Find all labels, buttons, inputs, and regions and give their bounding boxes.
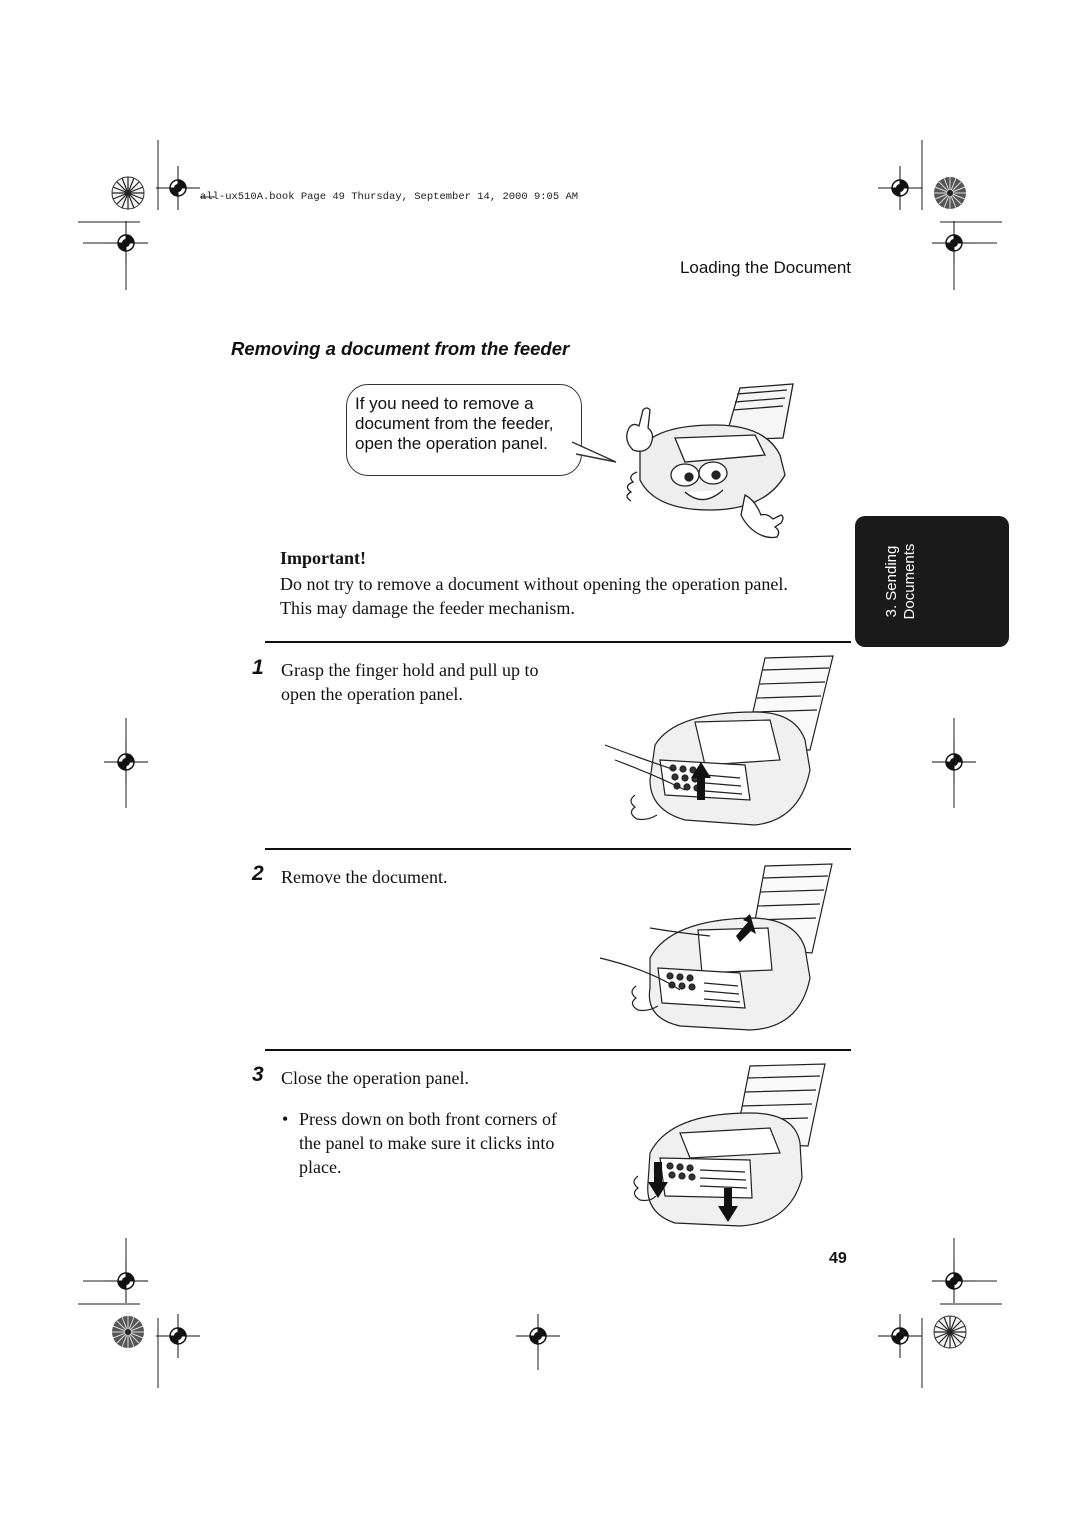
step-line: Remove the document.: [281, 867, 448, 887]
step-line: Grasp the finger hold and pull up to: [281, 660, 539, 680]
step-number: 2: [252, 862, 264, 885]
running-head: Loading the Document: [679, 258, 851, 277]
speech-bubble: If you need to remove a document from th…: [346, 384, 582, 476]
print-header: all-ux510A.book Page 49 Thursday, Septem…: [200, 191, 579, 203]
step-text: Grasp the finger hold and pull up to ope…: [281, 658, 538, 706]
bullet-line: Press down on both front corners of: [299, 1109, 557, 1129]
bubble-line: open the operation panel.: [355, 434, 548, 453]
bullet-symbol: •: [282, 1109, 289, 1129]
bubble-line: document from the feeder,: [355, 414, 554, 433]
chapter-tab: 3. Sending Documents: [855, 516, 1009, 647]
chapter-tab-line: Documents: [901, 543, 918, 620]
step-text: Close the operation panel.: [281, 1066, 469, 1090]
important-heading: Important!: [280, 548, 366, 568]
step-number: 1: [252, 656, 264, 679]
step-number: 3: [252, 1063, 264, 1086]
important-text: Do not try to remove a document without …: [280, 572, 850, 620]
bullet-line: place.: [299, 1157, 342, 1177]
step-divider: [265, 1049, 851, 1051]
arrow-down-icon: [718, 1188, 738, 1222]
fax-machine-illustration: [599, 863, 833, 1031]
arrow-up-icon: [736, 914, 756, 942]
section-title: Removing a document from the feeder: [231, 338, 570, 359]
fax-machine-illustration: [633, 1063, 826, 1227]
chapter-tab-label: 3. Sending Documents: [875, 516, 931, 647]
bullet-line: the panel to make sure it clicks into: [299, 1133, 555, 1153]
arrow-up-icon: [691, 762, 711, 800]
bubble-line: If you need to remove a: [355, 394, 534, 413]
step-text: Remove the document.: [281, 865, 447, 889]
bubble-tail: [571, 441, 617, 463]
chapter-tab-line: 3. Sending: [883, 545, 900, 618]
step-line: Close the operation panel.: [281, 1068, 469, 1088]
page-number: 49: [829, 1250, 847, 1267]
fax-machine-illustration: [604, 655, 834, 826]
fax-mascot-illustration: [626, 383, 794, 539]
important-line: This may damage the feeder mechanism.: [280, 598, 575, 618]
step-divider: [265, 848, 851, 850]
arrow-down-icon: [648, 1162, 668, 1198]
important-line: Do not try to remove a document without …: [280, 574, 788, 594]
step-line: open the operation panel.: [281, 684, 463, 704]
step-divider: [265, 641, 851, 643]
